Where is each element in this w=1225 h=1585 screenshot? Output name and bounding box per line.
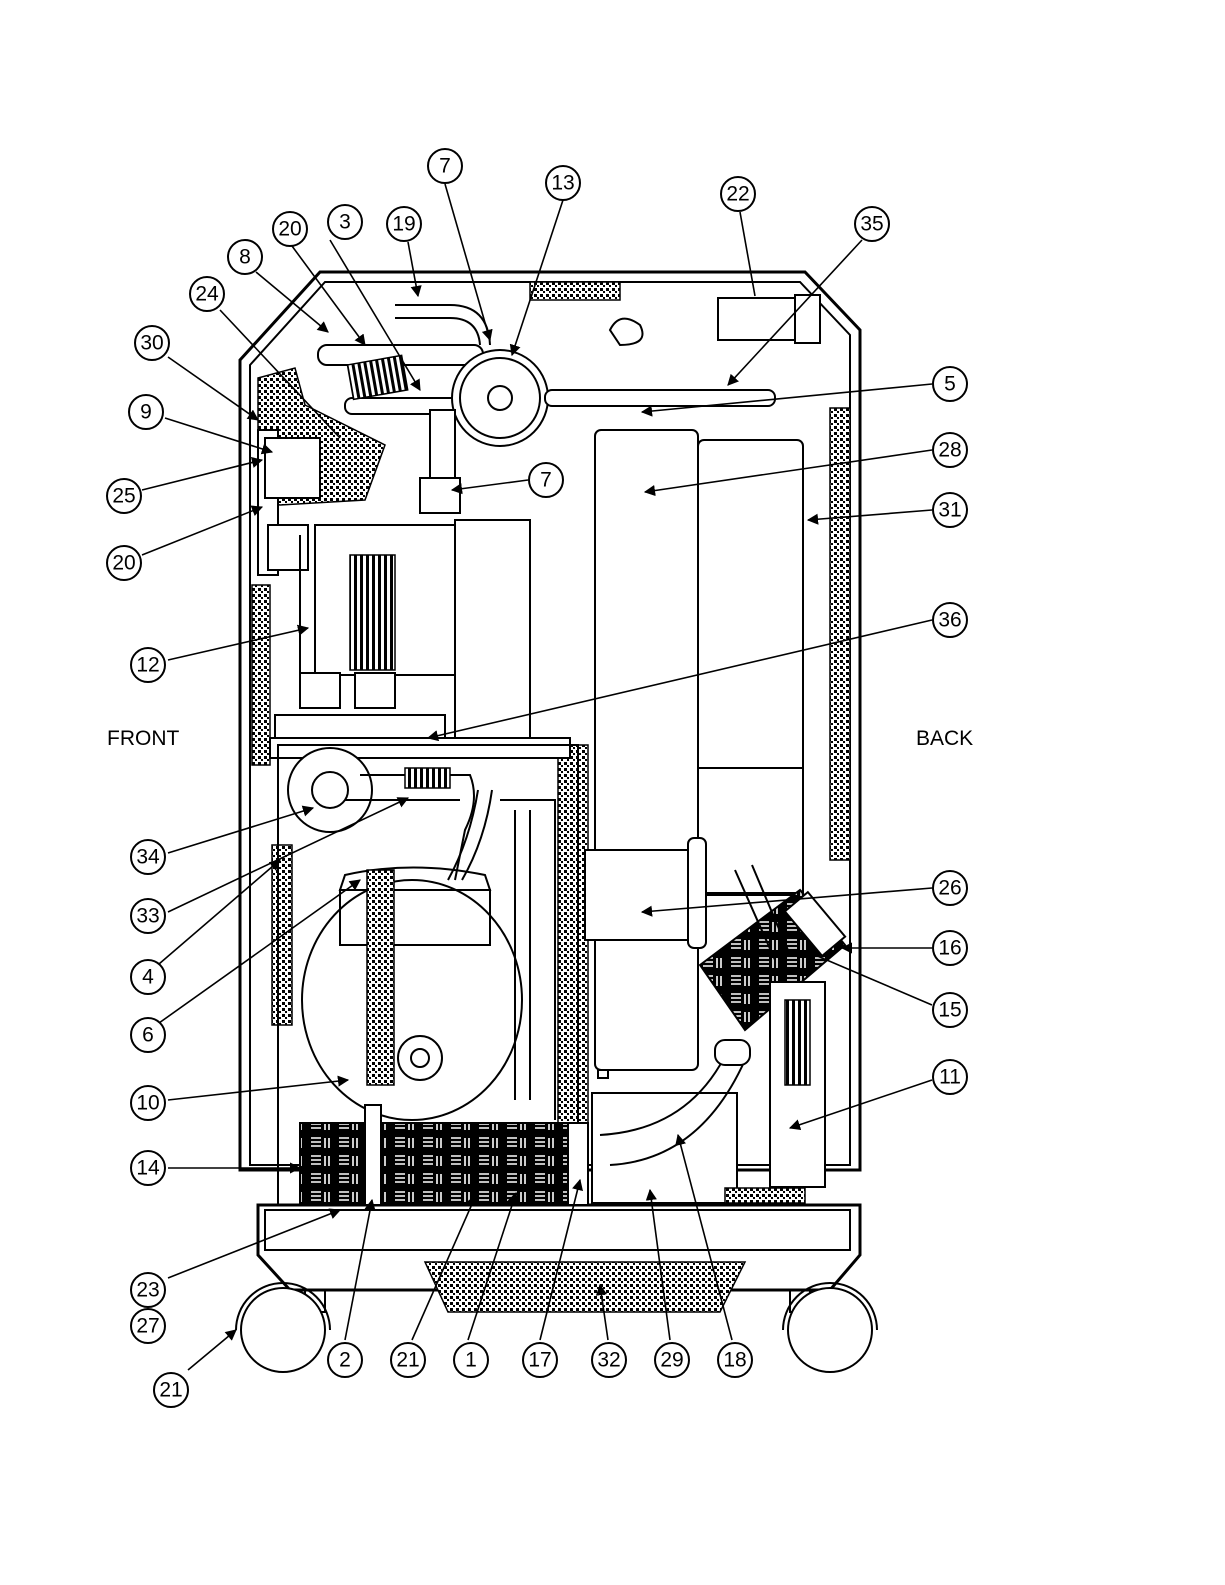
callout-label: 24	[195, 283, 219, 306]
callout-16: 16	[933, 931, 967, 965]
callout-2: 2	[328, 1343, 362, 1377]
base-assembly	[258, 1205, 860, 1312]
callout-label: 18	[723, 1349, 746, 1372]
callout-28: 28	[933, 433, 967, 467]
callout-7-mid: 7	[529, 463, 563, 497]
callout-15: 15	[933, 993, 967, 1027]
callout-label: 5	[944, 373, 956, 396]
callout-31: 31	[933, 493, 967, 527]
callout-7-top: 7	[428, 149, 462, 183]
callout-label: 34	[136, 846, 160, 869]
valve-block	[270, 520, 570, 758]
callout-label: 13	[551, 172, 574, 195]
callout-21-wheel: 21	[154, 1373, 188, 1407]
callout-label: 23	[136, 1279, 159, 1302]
callout-label: 26	[938, 877, 961, 900]
callout-label: 2	[339, 1349, 351, 1372]
callout-23: 23	[131, 1273, 165, 1307]
callout-17: 17	[523, 1343, 557, 1377]
callout-24: 24	[190, 277, 224, 311]
callout-5: 5	[933, 367, 967, 401]
callout-label: 32	[597, 1349, 620, 1372]
callout-label: 36	[938, 609, 961, 632]
callout-label: 25	[112, 485, 135, 508]
callout-22: 22	[721, 177, 755, 211]
callout-label: 33	[136, 905, 159, 928]
callout-14: 14	[131, 1151, 165, 1185]
callout-11: 11	[933, 1060, 967, 1094]
callout-9: 9	[129, 395, 163, 429]
callout-18: 18	[718, 1343, 752, 1377]
front-wheel	[236, 1283, 330, 1372]
callout-12: 12	[131, 648, 165, 682]
callout-20-top: 20	[273, 212, 307, 246]
callout-35: 35	[855, 207, 889, 241]
callout-label: 22	[726, 183, 749, 206]
callout-label: 16	[938, 937, 961, 960]
callout-20-left: 20	[107, 546, 141, 580]
callout-6: 6	[131, 1018, 165, 1052]
callout-25: 25	[107, 479, 141, 513]
callout-label: 7	[540, 469, 552, 492]
callout-label: 20	[112, 552, 135, 575]
callout-label: 28	[938, 439, 961, 462]
callout-label: 21	[159, 1379, 182, 1402]
callout-label: 29	[660, 1349, 683, 1372]
callout-label: 4	[142, 966, 154, 989]
callout-label: 31	[938, 499, 961, 522]
back-wheel	[783, 1283, 877, 1372]
callout-label: 20	[278, 218, 301, 241]
callout-13: 13	[546, 166, 580, 200]
callout-1: 1	[454, 1343, 488, 1377]
callout-27: 27	[131, 1309, 165, 1343]
callout-29: 29	[655, 1343, 689, 1377]
callout-label: 11	[939, 1066, 961, 1089]
callout-3: 3	[328, 205, 362, 239]
callout-label: 15	[938, 999, 961, 1022]
heat-exchanger	[300, 1105, 588, 1205]
callout-36: 36	[933, 603, 967, 637]
callout-label: 7	[439, 155, 451, 178]
callout-label: 35	[860, 213, 883, 236]
callout-33: 33	[131, 899, 165, 933]
callout-label: 9	[140, 401, 152, 424]
callout-label: 21	[396, 1349, 419, 1372]
back-label: BACK	[916, 727, 973, 750]
callout-21-bottom: 21	[391, 1343, 425, 1377]
callout-label: 30	[140, 332, 163, 355]
callout-label: 27	[136, 1315, 159, 1338]
callout-label: 10	[136, 1092, 159, 1115]
callout-19: 19	[387, 207, 421, 241]
callout-26: 26	[933, 871, 967, 905]
callout-label: 12	[136, 654, 159, 677]
callout-label: 3	[339, 211, 351, 234]
callout-30: 30	[135, 326, 169, 360]
front-label: FRONT	[107, 727, 179, 750]
callout-label: 14	[136, 1157, 160, 1180]
callout-label: 17	[528, 1349, 551, 1372]
callout-10: 10	[131, 1086, 165, 1120]
callout-label: 1	[465, 1349, 477, 1372]
callout-label: 8	[239, 246, 251, 269]
callout-label: 19	[392, 213, 415, 236]
callout-label: 6	[142, 1024, 154, 1047]
callout-32: 32	[592, 1343, 626, 1377]
callout-4: 4	[131, 960, 165, 994]
callout-34: 34	[131, 840, 165, 874]
callout-8: 8	[228, 240, 262, 274]
